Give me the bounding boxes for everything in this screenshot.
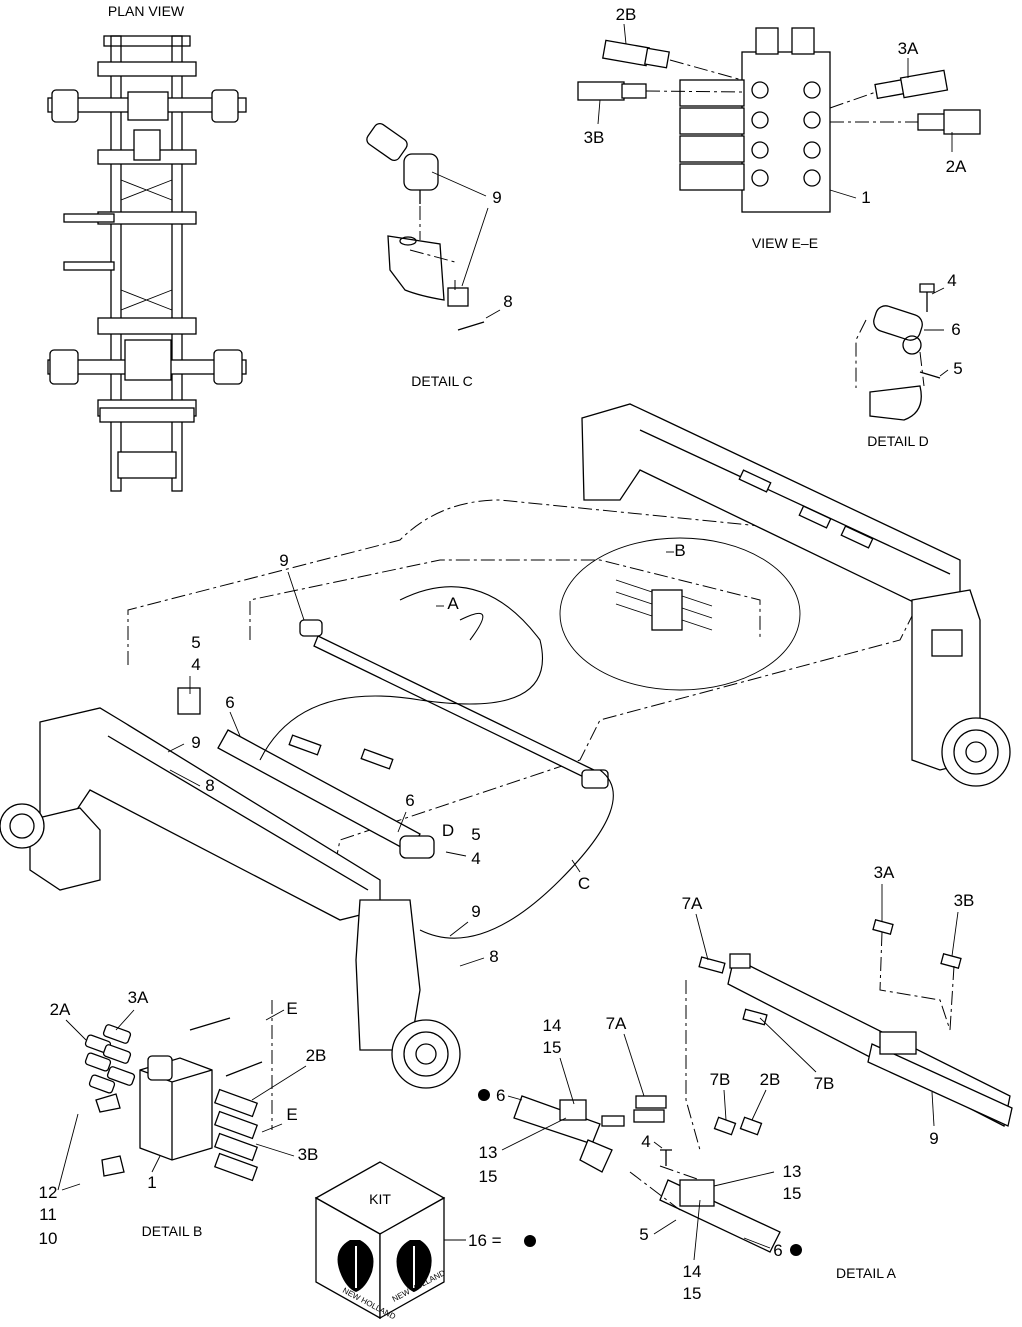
callout: 7A <box>682 894 703 913</box>
callout: E <box>286 1105 297 1124</box>
kit-box: KIT NEW HOLLAND NEW HOLLAND 16 = <box>314 1161 536 1321</box>
callout: E <box>286 999 297 1018</box>
callout: 6 <box>496 1086 505 1105</box>
callout: D <box>442 821 454 840</box>
callout: 15 <box>783 1184 802 1203</box>
callout: 3A <box>874 863 895 882</box>
callout: 13 <box>479 1143 498 1162</box>
callout: 10 <box>39 1229 58 1248</box>
callout: 5 <box>953 359 962 378</box>
callout: B <box>674 541 685 560</box>
callout: 8 <box>205 776 214 795</box>
callout: 8 <box>489 947 498 966</box>
front-hub-right <box>391 1019 461 1089</box>
plan-view: PLAN VIEW <box>47 3 247 492</box>
callout: 11 <box>39 1205 57 1224</box>
callout: 5 <box>639 1225 648 1244</box>
kit-marker-dot-icon <box>478 1089 490 1101</box>
callout: 1 <box>861 188 870 207</box>
callout: 15 <box>479 1167 498 1186</box>
view-ee: 2B 3B 3A 2A 1 VIEW E–E <box>577 5 981 251</box>
callout: 7A <box>606 1014 627 1033</box>
detail-a-caption: DETAIL A <box>836 1265 897 1281</box>
callout: 13 <box>783 1162 802 1181</box>
callout: 2B <box>760 1070 781 1089</box>
callout: 15 <box>543 1038 562 1057</box>
callout: 9 <box>279 551 288 570</box>
callout: 2A <box>946 157 967 176</box>
detail-d: 4 6 5 DETAIL D <box>855 271 963 449</box>
callout: 4 <box>191 655 200 674</box>
detail-b: 2A 3A 2B E E 3B 1 12 11 10 DETAIL B <box>39 988 327 1248</box>
detail-a: 3A 3B 7A 7A 7B 2B 7B 9 14 15 6 13 15 4 1… <box>478 863 1013 1303</box>
main-assembly-view: 9 A B 5 4 6 9 8 6 D 5 4 C 9 8 <box>0 403 1011 1089</box>
callout: 3A <box>898 39 919 58</box>
callout: 7B <box>710 1070 731 1089</box>
callout: 5 <box>191 633 200 652</box>
callout: 6 <box>405 791 414 810</box>
detail-c: 9 8 DETAIL C <box>366 122 513 389</box>
valve-block <box>139 1057 213 1161</box>
callout: 2A <box>50 1000 71 1019</box>
new-holland-leaf-icon <box>337 1240 432 1292</box>
callout: 9 <box>929 1129 938 1148</box>
valve-block <box>741 51 831 213</box>
callout: 3B <box>584 128 605 147</box>
callout: 3A <box>128 988 149 1007</box>
kit-callout: 16 = <box>468 1231 502 1250</box>
kit-label: KIT <box>369 1191 391 1207</box>
callout: 7B <box>814 1074 835 1093</box>
callout: 8 <box>503 292 512 311</box>
view-ee-caption: VIEW E–E <box>752 235 818 251</box>
callout: 4 <box>641 1132 650 1151</box>
rear-hub <box>941 717 1011 787</box>
detail-c-caption: DETAIL C <box>411 373 472 389</box>
callout: 14 <box>683 1262 702 1281</box>
front-axle <box>39 707 381 921</box>
detail-d-caption: DETAIL D <box>867 433 928 449</box>
tie-rod <box>313 635 599 783</box>
callout: A <box>447 594 459 613</box>
front-hub-left <box>0 803 45 849</box>
detail-b-circle <box>559 537 801 691</box>
callout: 2B <box>306 1046 327 1065</box>
callout: C <box>578 874 590 893</box>
callout: 4 <box>947 271 956 290</box>
plan-view-caption: PLAN VIEW <box>108 3 185 19</box>
callout: 9 <box>492 188 501 207</box>
callout: 6 <box>773 1241 782 1260</box>
kit-marker-dot-icon <box>524 1235 536 1247</box>
callout: 6 <box>225 693 234 712</box>
callout: 5 <box>471 825 480 844</box>
callout: 2B <box>616 5 637 24</box>
callout: 15 <box>683 1284 702 1303</box>
callout: 3B <box>954 891 975 910</box>
callout: 14 <box>543 1016 562 1035</box>
callout: 9 <box>471 902 480 921</box>
callout: 1 <box>147 1173 156 1192</box>
callout: 6 <box>951 320 960 339</box>
callout: 12 <box>39 1183 58 1202</box>
detail-b-caption: DETAIL B <box>142 1223 203 1239</box>
callout: 3B <box>298 1145 319 1164</box>
callout: 4 <box>471 849 480 868</box>
kit-marker-dot-icon <box>790 1244 802 1256</box>
callout: 9 <box>191 733 200 752</box>
